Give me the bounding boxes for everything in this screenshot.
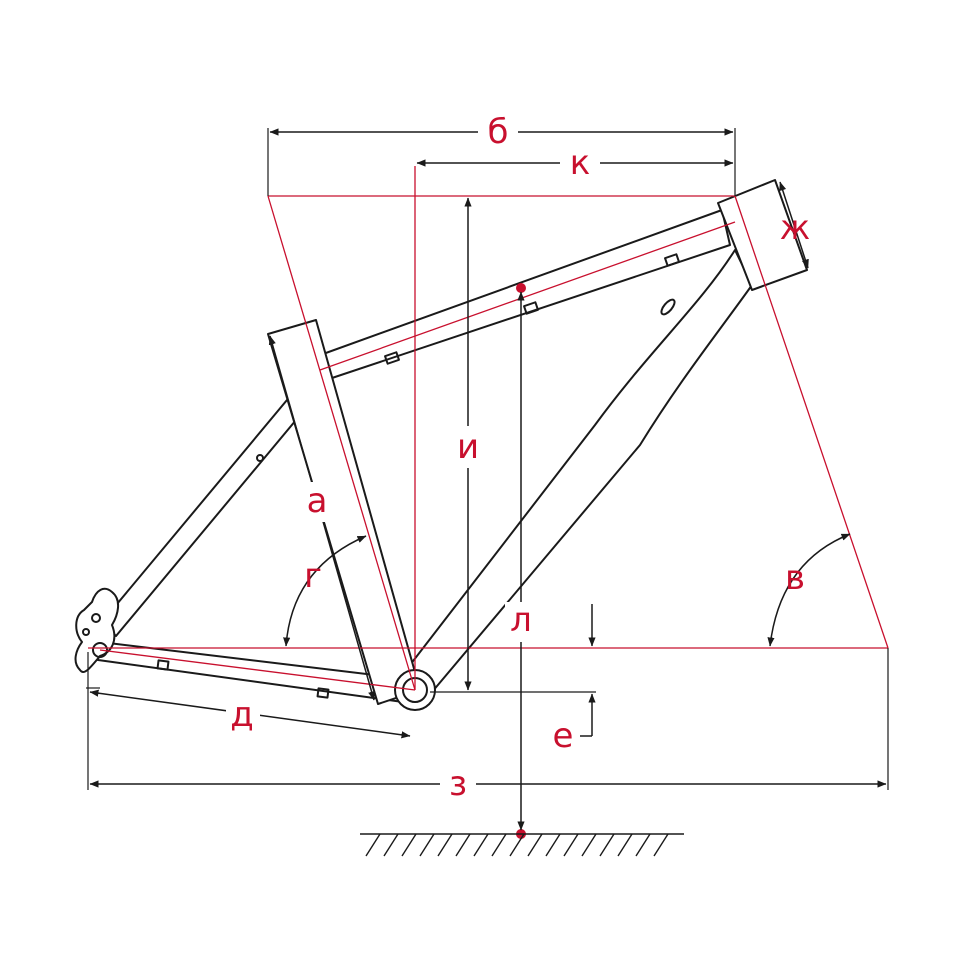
- seat-tube-axis: [267, 195, 416, 691]
- down-tube: [399, 249, 753, 693]
- label-bg: [440, 764, 476, 804]
- ground-hatch-mark: [437, 833, 453, 857]
- bike-frame: [74, 179, 808, 711]
- top-tube-point: [516, 283, 526, 293]
- bottle-boss: [660, 298, 676, 316]
- label-g: г: [304, 556, 322, 596]
- cable-guide: [523, 301, 539, 315]
- label-bg: [452, 426, 484, 468]
- ground-hatch-mark: [509, 833, 525, 857]
- label-bg: [560, 144, 600, 184]
- ground-hatch-mark: [527, 833, 543, 857]
- label-bg: [505, 602, 537, 642]
- ground-hatch-mark: [383, 833, 399, 857]
- ground-hatch-mark: [563, 833, 579, 857]
- cable-guide: [384, 351, 400, 365]
- label-zh: ж: [780, 208, 811, 248]
- ground-hatch-mark: [635, 833, 651, 857]
- ground-hatch-mark: [455, 833, 471, 857]
- ground-hatch-mark: [491, 833, 507, 857]
- ground-hatching: [365, 833, 669, 857]
- ground-hatch-mark: [581, 833, 597, 857]
- label-bg: [478, 112, 518, 154]
- label-bg: [300, 482, 334, 522]
- label-e: е: [553, 716, 574, 756]
- cable-guide: [316, 687, 330, 699]
- ground-hatch-mark: [419, 833, 435, 857]
- dropout-hole: [91, 613, 101, 623]
- dropout-hole: [82, 628, 90, 636]
- chain-stay: [97, 641, 404, 703]
- cable-guide: [156, 659, 170, 671]
- ground: [360, 833, 684, 857]
- axle-slot: [92, 642, 108, 658]
- ground-hatch-mark: [599, 833, 615, 857]
- brake-mount: [256, 454, 264, 462]
- ground-hatch-mark: [365, 833, 381, 857]
- ground-hatch-mark: [545, 833, 561, 857]
- seat-tube: [267, 319, 421, 705]
- extension-lines: [86, 128, 889, 790]
- head-tube-axis: [734, 195, 889, 649]
- label-d: д: [230, 695, 254, 735]
- label-l: л: [510, 600, 532, 640]
- label-b: б: [488, 112, 509, 152]
- ground-hatch-mark: [617, 833, 633, 857]
- cable-guide: [664, 253, 680, 267]
- label-k: к: [570, 143, 591, 183]
- dim-zh-line: [779, 181, 809, 269]
- label-a: а: [307, 481, 328, 521]
- label-z: з: [449, 764, 467, 804]
- ground-hatch-mark: [653, 833, 669, 857]
- label-i: и: [457, 427, 479, 467]
- label-v: в: [785, 558, 805, 598]
- ground-hatch-mark: [401, 833, 417, 857]
- dimension-labels: б к и л ж а г в д е з: [226, 112, 810, 804]
- angle-v-arc: [767, 533, 851, 647]
- ground-hatch-mark: [473, 833, 489, 857]
- angle-g-arc: [283, 535, 367, 647]
- label-bg: [226, 696, 260, 736]
- toptube-axis: [319, 221, 736, 371]
